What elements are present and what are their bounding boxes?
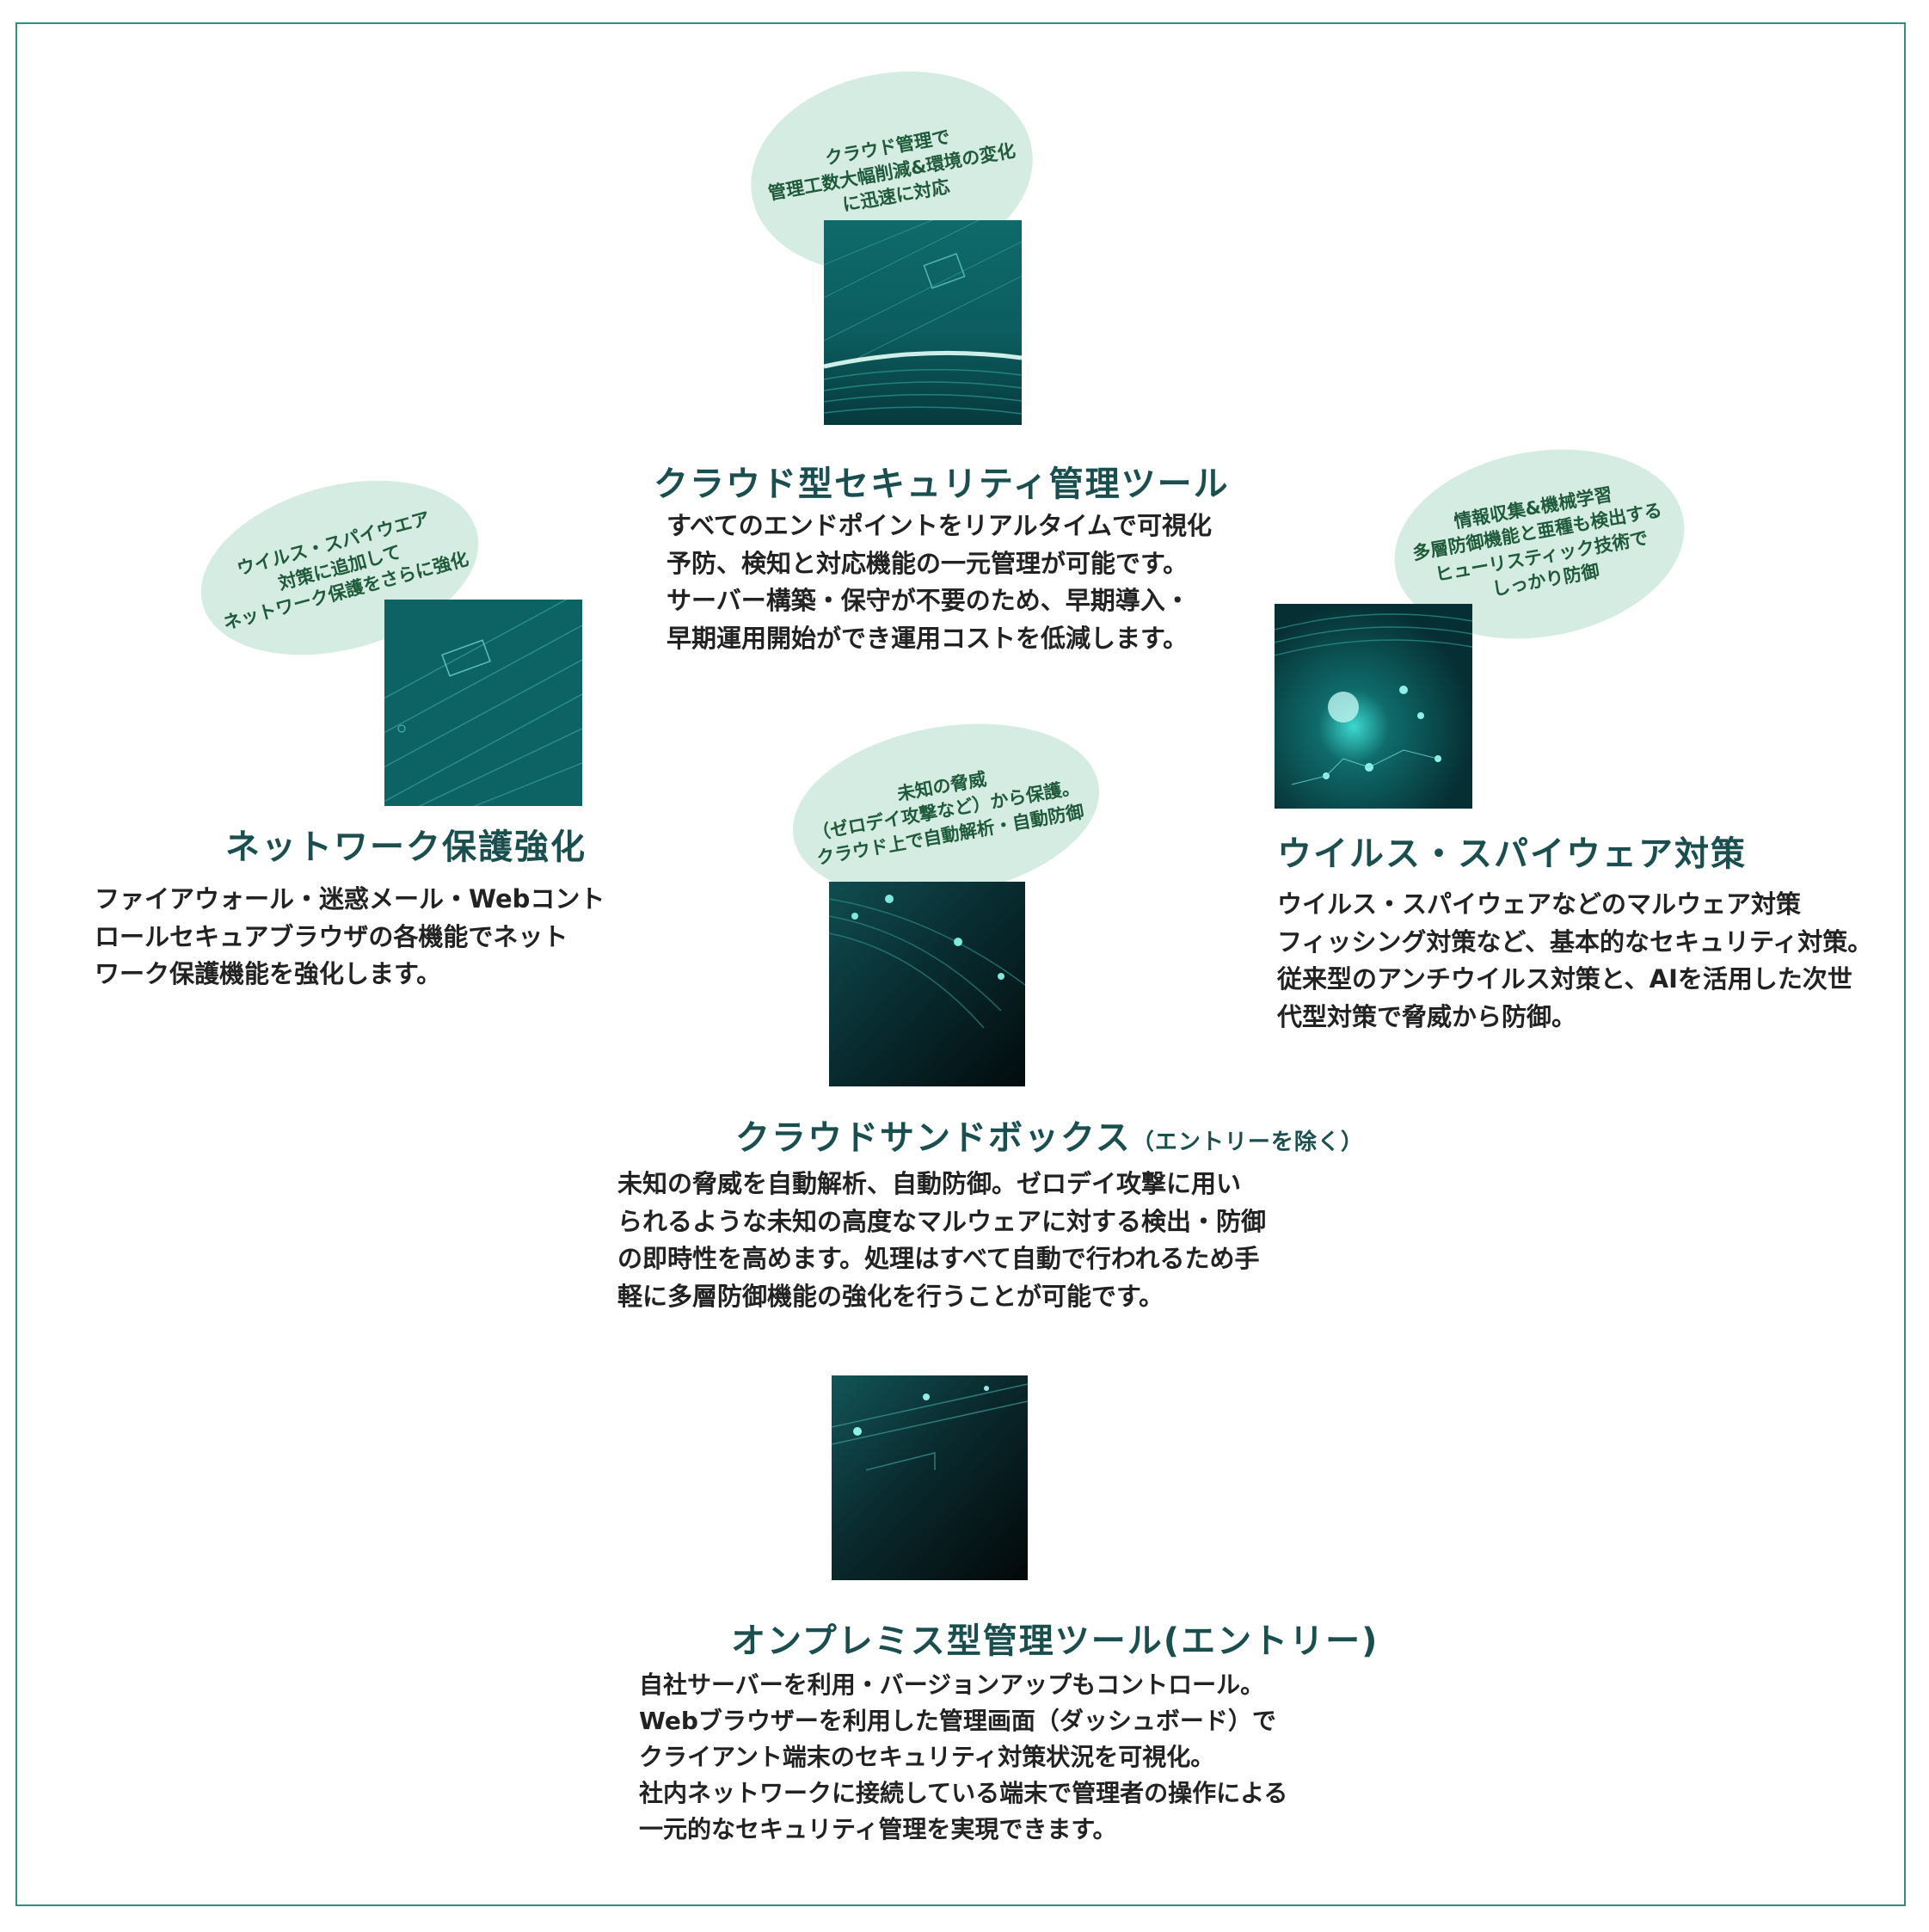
onprem-title: オンプレミス型管理ツール(エントリー) [731, 1621, 1379, 1661]
cloud-mgmt-description: すべてのエンドポイントをリアルタイムで可視化 予防、検知と対応機能の一元管理が可… [667, 511, 1212, 653]
onprem-image [832, 1375, 1028, 1580]
content-frame [15, 22, 1906, 1906]
sandbox-description: 未知の脅威を自動解析、自動防御。ゼロデイ攻撃に用い られるような未知の高度なマル… [617, 1169, 1267, 1311]
sandbox-title-note: （エントリーを除く） [1131, 1129, 1364, 1155]
onprem-description: 自社サーバーを利用・バージョンアップもコントロール。 Webブラウザーを利用した… [639, 1671, 1288, 1843]
network-description: ファイアウォール・迷惑メール・Webコント ロールセキュアブラウザの各機能でネッ… [95, 884, 605, 988]
sandbox-bubble-text: 未知の脅威 （ゼロデイ攻撃など）から保護。 クラウド上で自動解析・自動防御 [810, 768, 1086, 869]
virus-image [1275, 604, 1472, 809]
cloud-mgmt-bubble-text: クラウド管理で 管理工数大幅削減&環境の変化 に迅速に対応 [766, 126, 1017, 216]
sandbox-title-main: クラウドサンドボックス [735, 1118, 1132, 1158]
network-title: ネットワーク保護強化 [225, 828, 587, 867]
virus-description: ウイルス・スパイウェアなどのマルウェア対策 フィッシング対策など、基本的なセキュ… [1277, 889, 1873, 1031]
network-image [384, 600, 582, 806]
virus-title: ウイルス・スパイウェア対策 [1277, 834, 1747, 874]
cloud-mgmt-image [824, 220, 1022, 425]
cloud-mgmt-title: クラウド型セキュリティ管理ツール [654, 465, 1230, 504]
sandbox-title: クラウドサンドボックス（エントリーを除く） [735, 1110, 1364, 1160]
virus-bubble-text: 情報収集&機械学習 多層防御機能と亜種も検出する ヒューリスティック技術で しっ… [1410, 483, 1664, 600]
sandbox-image [829, 882, 1025, 1086]
